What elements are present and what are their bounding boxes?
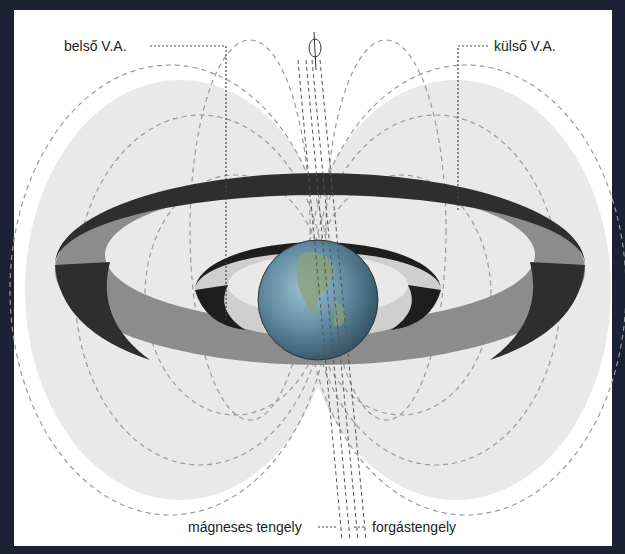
callout-label: belső V.A. — [62, 38, 129, 54]
callout-label: forgástengely — [370, 519, 458, 535]
callout-label: mágneses tengely — [186, 519, 304, 535]
callout-label: külső V.A. — [492, 38, 558, 54]
